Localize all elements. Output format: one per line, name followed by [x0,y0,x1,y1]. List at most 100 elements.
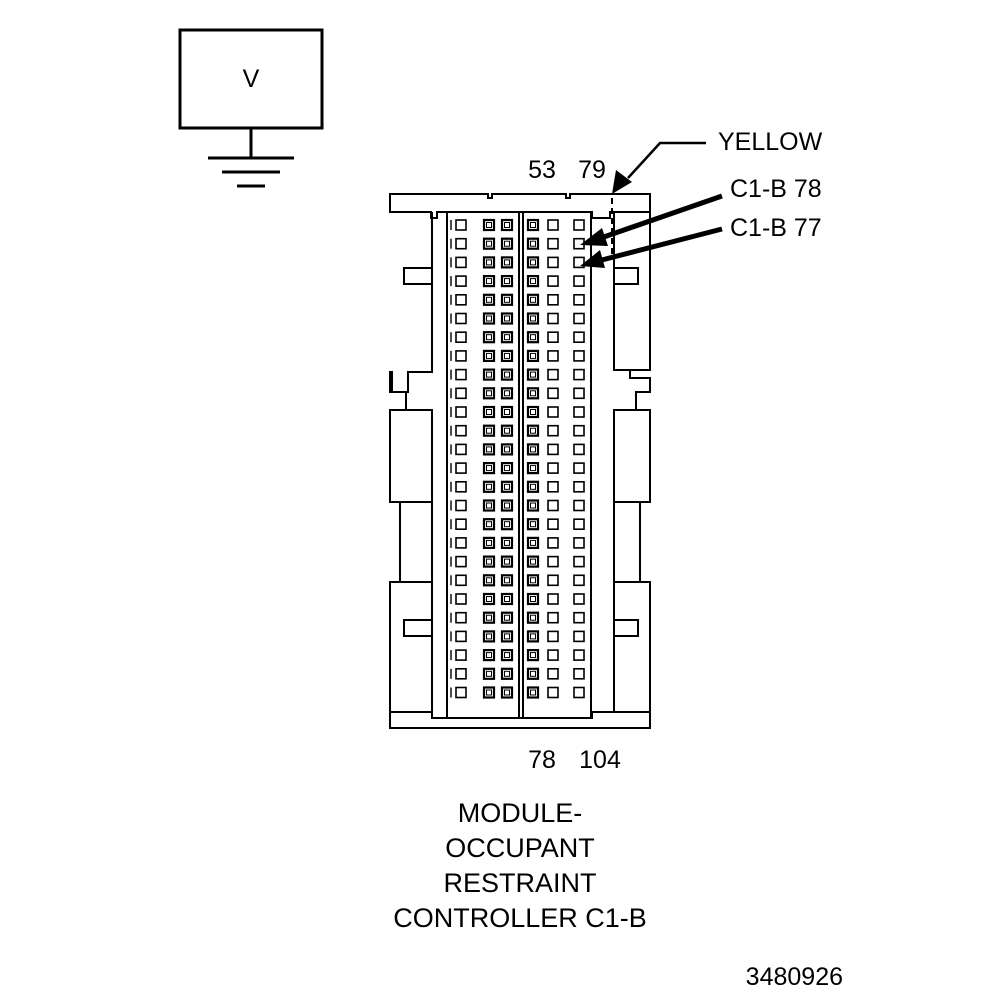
wire-color-label: YELLOW [718,128,823,156]
pin-cavity [547,537,559,549]
pin-cavity [500,293,514,306]
pin-cavity [482,405,496,419]
pin-cavity [455,256,467,269]
pin-cavity-inner [504,577,510,584]
pin-cavity [573,574,585,587]
pin-cavity [455,518,467,531]
pin-cavity [547,462,559,474]
pin-cavity-inner [530,259,536,266]
pin-cavity [573,518,585,531]
pin-cavity [573,462,585,474]
pin-cavity [500,237,514,250]
pin-cavity-inner [530,222,536,228]
pin-cavity-inner [486,427,492,434]
pin-cavity [526,331,540,344]
top-pin-label-right: 79 [578,156,606,184]
pin-cavity-inner [530,596,536,602]
pin-cavity [500,331,514,344]
pin-cavity [573,537,585,549]
pin-cavity-inner [504,689,510,696]
pin-cavity-inner [530,371,536,378]
pin-cavity [573,293,585,306]
pin-cavity [526,275,540,288]
pin-cavity-inner [486,371,492,378]
pin-cavity [573,499,585,512]
pin-cavity [573,219,585,231]
pin-cavity [500,275,514,288]
pin-cavity [526,574,540,587]
pin-cavity-inner [486,296,492,303]
pin-cavity [455,574,467,587]
pin-cavity [482,387,496,400]
pin-cavity [455,537,467,549]
top-pin-label-left: 53 [528,156,556,184]
connector-title-line-3: RESTRAINT [443,868,596,898]
pin-cavity-inner [504,670,510,677]
ground-icon [208,156,294,188]
pin-cavity-inner [504,483,510,490]
pin-cavity [526,648,540,662]
pin-cavity [526,499,540,512]
pin-cavity [526,256,540,269]
pin-cavity [500,256,514,269]
pin-cavity-inner [486,521,492,528]
voltmeter-box [178,28,324,130]
pin-cavity [500,555,514,568]
pin-cavity [547,499,559,512]
pin-cavity [500,611,514,624]
pin-cavity-inner [486,352,492,359]
pin-cavity [547,574,559,587]
bottom-pin-label-left: 78 [528,746,556,774]
bottom-pin-label-right: 104 [579,746,621,774]
pin-cavity-inner [504,296,510,303]
pin-cavity [482,648,496,662]
pin-cavity-inner [504,539,510,546]
pin-cavity [500,462,514,475]
pin-cavity [526,312,540,325]
pin-cavity [482,518,496,531]
pin-cavity [547,555,559,568]
pin-cavity [500,499,514,512]
pin-cavity [455,368,467,381]
pin-cavity [482,293,496,306]
pin-cavity [547,424,559,437]
pin-cavity [573,686,585,699]
pin-cavity-inner [486,465,492,472]
pin-cavity [455,219,467,231]
pin-cavity-inner [486,240,492,247]
pin-cavity [455,312,467,325]
pin-cavity-inner [486,334,492,341]
pin-cavity [526,555,540,568]
pin-cavity-inner [530,240,536,247]
pin-cavity [455,630,467,643]
pin-cavity [482,592,496,606]
pin-cavity [482,667,496,680]
pin-cavity-inner [504,614,510,621]
pin-cavity-inner [530,427,536,434]
pin-cavity [547,611,559,624]
pin-cavity-inner [504,390,510,397]
pin-grid [450,218,585,699]
pin-cavity [455,686,467,699]
pin-cavity [547,368,559,381]
pin-cavity [482,256,496,269]
pin-cavity [547,387,559,400]
pin-cavity [500,424,514,437]
pin-cavity-inner [504,222,510,228]
pin-cavity [455,611,467,624]
pin-cavity [455,237,467,250]
pin-cavity [526,686,540,699]
pin-cavity [500,536,514,550]
pin-cavity-inner [530,465,536,472]
pin-cavity [547,237,559,250]
pin-cavity [482,686,496,699]
pin-cavity [455,443,467,456]
pin-cavity [526,387,540,400]
pin-cavity [547,667,559,680]
pin-cavity [500,218,514,232]
callout-label-78: C1-B 78 [730,175,822,203]
pin-cavity [573,312,585,325]
pin-cavity [526,424,540,437]
voltmeter-label: V [243,65,260,93]
pin-cavity-inner [504,409,510,415]
